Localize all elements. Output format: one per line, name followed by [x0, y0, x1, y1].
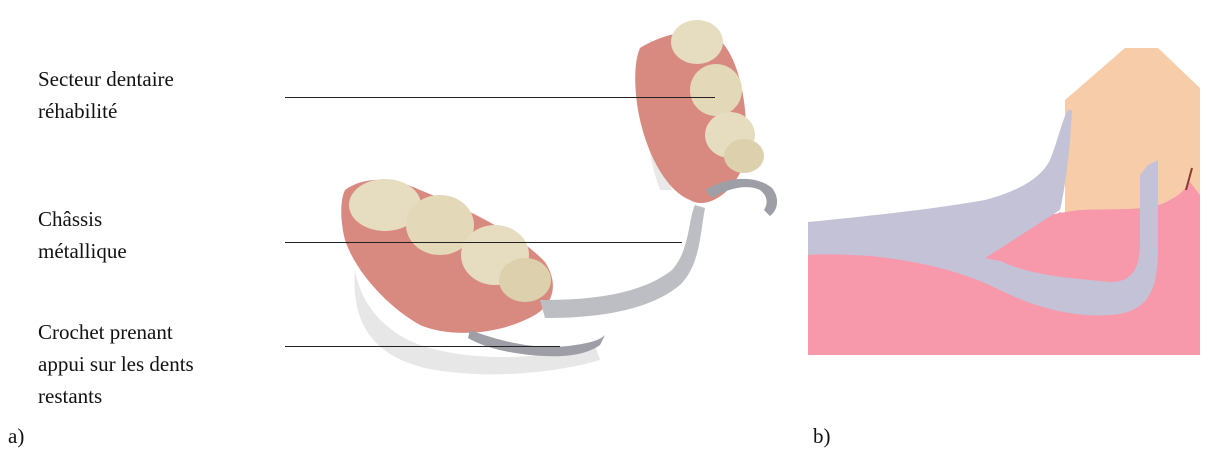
label-crochet-line1: Crochet prenant: [38, 316, 194, 348]
label-crochet-line3: restants: [38, 380, 194, 412]
label-secteur-dentaire-line2: réhabilité: [38, 95, 174, 127]
panel-a-letter: a): [8, 424, 24, 448]
label-crochet-line2: appui sur les dents: [38, 348, 194, 380]
leader-line-chassis-metallique: [285, 242, 682, 243]
label-crochet: Crochet prenant appui sur les dents rest…: [38, 316, 194, 412]
leader-line-secteur-dentaire: [285, 97, 715, 98]
label-secteur-dentaire-line1: Secteur dentaire: [38, 63, 174, 95]
label-chassis-metallique-line1: Châssis: [38, 203, 127, 235]
label-chassis-metallique: Châssis métallique: [38, 203, 127, 267]
label-secteur-dentaire: Secteur dentaire réhabilité: [38, 63, 174, 127]
panel-b-letter: b): [813, 424, 831, 448]
label-chassis-metallique-line2: métallique: [38, 235, 127, 267]
leader-line-crochet: [285, 346, 560, 347]
